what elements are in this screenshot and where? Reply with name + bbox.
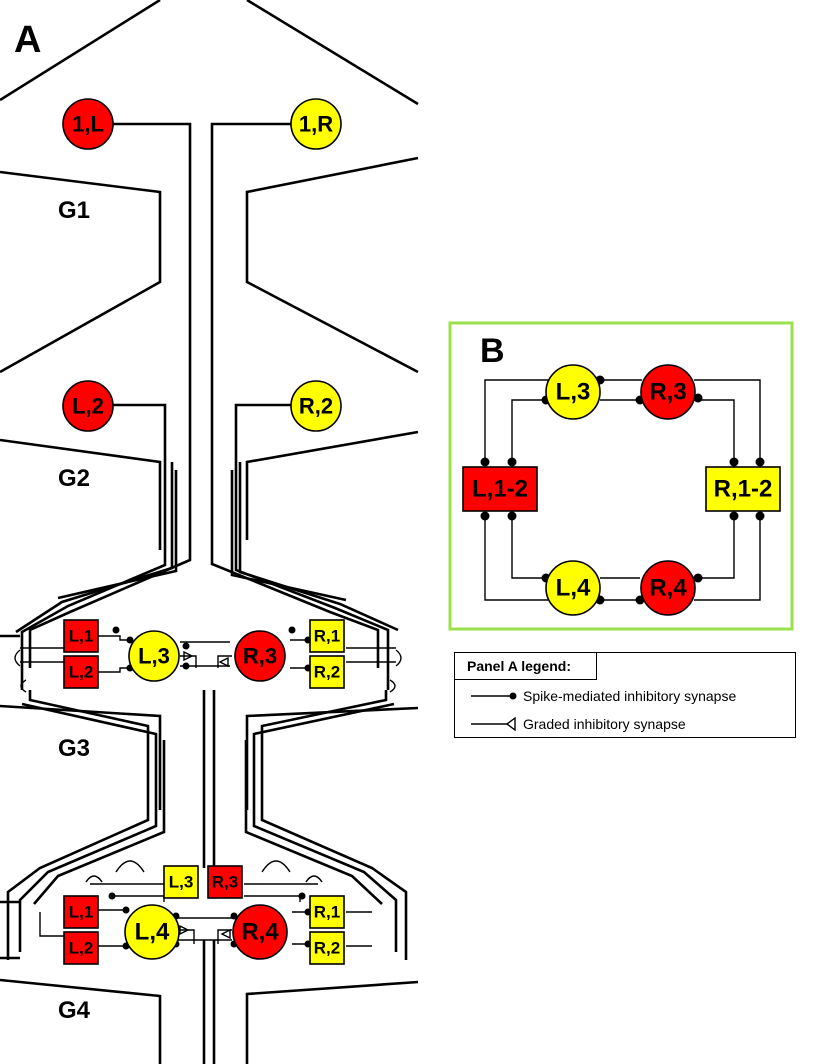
svg-text:R,2: R,2 xyxy=(314,939,340,958)
ganglion-label-g4: G4 xyxy=(58,997,91,1024)
neuron-l-3-g4: L,3 xyxy=(163,865,199,899)
svg-text:R,4: R,4 xyxy=(241,919,279,946)
svg-text:L,3: L,3 xyxy=(138,644,170,669)
neuron-l-3-g3: L,3 xyxy=(128,630,180,682)
neuron-l-1-g4: L,1 xyxy=(63,895,99,929)
axon-bundles xyxy=(15,122,399,690)
svg-text:R,2: R,2 xyxy=(314,663,340,682)
svg-text:1,R: 1,R xyxy=(299,112,333,137)
neuron-r-3-g4: R,3 xyxy=(207,865,243,899)
neuron-r-1-g3: R,1 xyxy=(309,619,345,653)
neuron-r-3-g3: R,3 xyxy=(234,630,286,682)
legend-title: Panel A legend: xyxy=(455,653,597,680)
svg-text:R,3: R,3 xyxy=(649,379,686,406)
svg-text:L,2: L,2 xyxy=(69,939,94,958)
neuron-l-1-g3: L,1 xyxy=(63,619,99,653)
panel-b-neuron-l-4: L,4 xyxy=(545,560,601,616)
svg-text:R,1-2: R,1-2 xyxy=(714,476,773,503)
svg-text:L,1: L,1 xyxy=(69,627,94,646)
panel-b-wiring xyxy=(484,379,761,601)
neuron-1-r: 1,R xyxy=(290,98,342,150)
neuron-r-1-g4: R,1 xyxy=(309,895,345,929)
panel-b: B xyxy=(448,321,794,631)
panel-b-neuron-r-1-2: R,1-2 xyxy=(705,466,781,512)
panel-a-label: A xyxy=(14,19,41,61)
svg-text:L,4: L,4 xyxy=(556,575,591,602)
panel-b-label: B xyxy=(480,332,505,370)
legend-graded-text: Graded inhibitory synapse xyxy=(523,716,686,732)
ganglion-label-g3: G3 xyxy=(58,735,90,762)
ganglion-outline xyxy=(0,0,419,1064)
svg-text:R,3: R,3 xyxy=(243,644,277,669)
ganglion-label-g2: G2 xyxy=(58,465,90,492)
legend-spike-text: Spike-mediated inhibitory synapse xyxy=(523,688,737,704)
panel-b-neuron-l-1-2: L,1-2 xyxy=(462,466,538,512)
neuron-r-2-g4: R,2 xyxy=(309,931,345,965)
panel-b-neuron-r-3: R,3 xyxy=(640,364,696,420)
panel-b-neuron-r-4: R,4 xyxy=(640,560,696,616)
neuron-l-2-g2: L,2 xyxy=(62,380,114,432)
g3-g4-bundles xyxy=(6,690,408,1064)
svg-text:L,2: L,2 xyxy=(69,663,94,682)
graded-synapse-icon xyxy=(471,717,516,731)
neuron-r-2-g3: R,2 xyxy=(309,655,345,689)
neuron-l-4-g4: L,4 xyxy=(124,904,180,960)
panel-b-synapses xyxy=(480,375,765,605)
neuron-l-2-g4: L,2 xyxy=(63,931,99,965)
svg-text:L,1: L,1 xyxy=(69,903,94,922)
neuron-l-2-g3: L,2 xyxy=(63,655,99,689)
svg-text:L,1-2: L,1-2 xyxy=(472,476,528,503)
ganglion-label-g1: G1 xyxy=(58,197,90,224)
panel-b-neuron-l-3: L,3 xyxy=(545,364,601,420)
svg-text:1,L: 1,L xyxy=(72,112,104,137)
panel-a-legend: Panel A legend: Spike-mediated inhibitor… xyxy=(454,652,796,738)
svg-text:R,1: R,1 xyxy=(314,627,340,646)
svg-text:R,3: R,3 xyxy=(212,873,238,892)
svg-text:R,1: R,1 xyxy=(314,903,340,922)
svg-text:L,2: L,2 xyxy=(72,394,104,419)
panel-b-border xyxy=(448,321,794,631)
spike-synapse-icon xyxy=(471,692,517,700)
svg-text:R,4: R,4 xyxy=(649,575,687,602)
svg-text:L,4: L,4 xyxy=(135,919,170,946)
svg-text:L,3: L,3 xyxy=(169,873,194,892)
svg-text:R,2: R,2 xyxy=(299,394,333,419)
svg-text:L,3: L,3 xyxy=(556,379,591,406)
neuron-r-4-g4: R,4 xyxy=(232,904,288,960)
neuron-r-2-g2: R,2 xyxy=(290,380,342,432)
neuron-1-l: 1,L xyxy=(62,98,114,150)
